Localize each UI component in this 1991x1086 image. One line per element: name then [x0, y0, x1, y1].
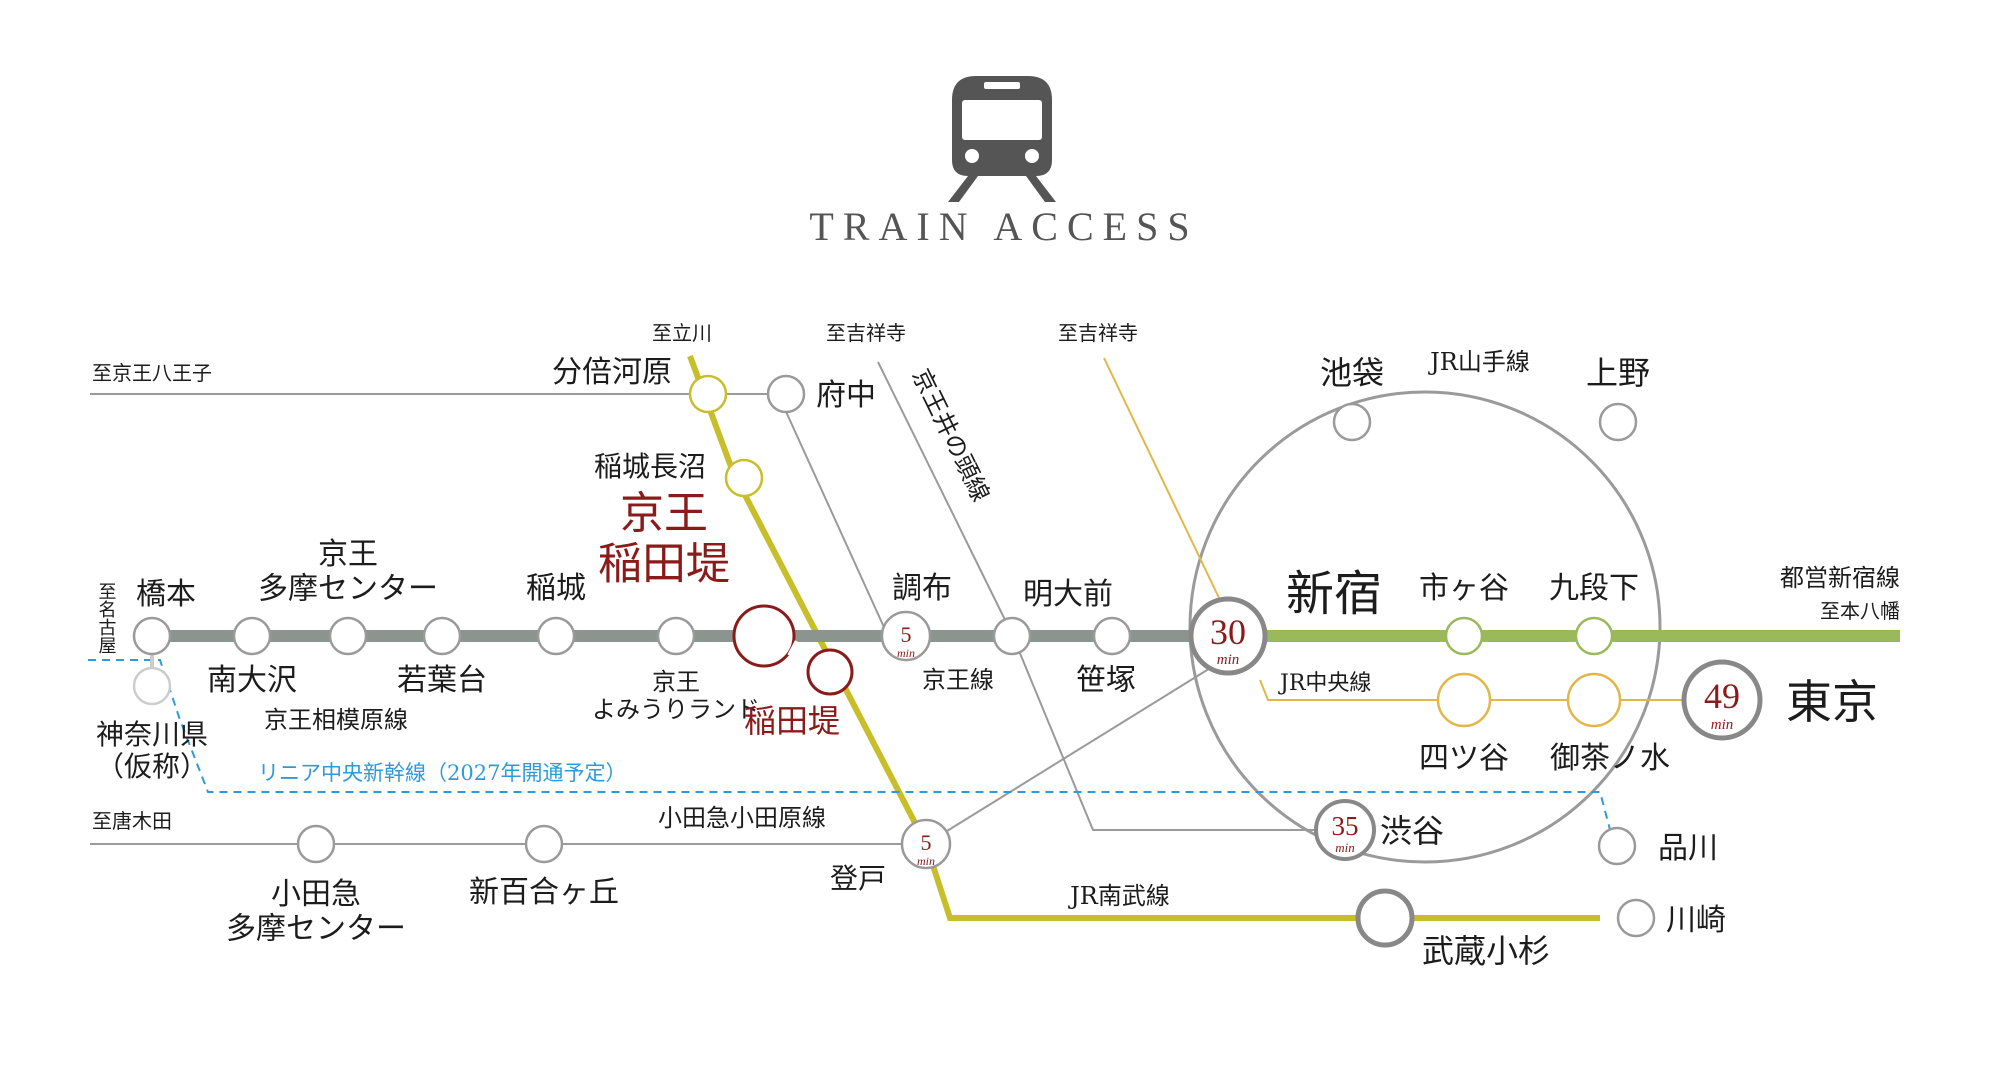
station-kawasaki: [1616, 898, 1656, 938]
label-yomiuriland: 京王よみうりランド: [592, 668, 760, 724]
time-circle-noborito: [900, 818, 952, 870]
station-ichigaya: [1444, 616, 1484, 656]
label-noborito: 登戸: [830, 862, 886, 895]
time-value-shibuya: 35: [1332, 811, 1359, 841]
direction-kichijoji-1: 至吉祥寺: [826, 321, 906, 345]
inokashira-line: [877, 361, 1013, 635]
label-inaginaganuma: 稲城長沼: [594, 450, 706, 483]
label-shinagawa: 品川: [1658, 831, 1718, 866]
chuo-kichijoji-line: [1103, 357, 1221, 601]
linear-chuo-line: [88, 659, 1618, 857]
station-yotsuya: [1436, 672, 1492, 728]
station-ikebukuro: [1332, 402, 1372, 442]
meidaimae-shibuya-line: [1011, 633, 1345, 831]
label-inadazutsumi: 稲田堤: [744, 702, 840, 740]
time-circle-tokyo: [1681, 659, 1763, 741]
label-shinyurigaoka: 新百合ヶ丘: [469, 875, 619, 910]
line-label-linear: リニア中央新幹線（2027年開通予定）: [258, 761, 626, 785]
label-tokyo: 東京: [1786, 675, 1878, 729]
label-odakyu-tama: 小田急多摩センター: [226, 877, 406, 947]
station-minami-osawa: [232, 616, 272, 656]
time-value-shinjuku: 30: [1210, 612, 1246, 652]
label-shinjuku: 新宿: [1286, 566, 1382, 622]
label-keio-inadazutsumi: 京王稲田堤: [598, 488, 730, 590]
label-wakabadai: 若葉台: [397, 663, 487, 698]
direction-tachikawa: 至立川: [652, 321, 712, 345]
line-label-sagamihara: 京王相模原線: [264, 706, 408, 734]
direction-hachioji: 至京王八王子: [92, 361, 212, 385]
label-inagi: 稲城: [526, 571, 586, 606]
label-sasazuka: 笹塚: [1076, 663, 1136, 698]
line-label-keio: 京王線: [922, 666, 994, 694]
station-musashikosugi: [1355, 888, 1415, 948]
label-fuchu: 府中: [816, 378, 876, 413]
label-musashikosugi: 武蔵小杉: [1422, 932, 1550, 970]
station-yomiuriland: [656, 616, 696, 656]
label-kawasaki: 川崎: [1666, 903, 1726, 938]
station-inaginaganuma: [724, 458, 764, 498]
station-shinagawa: [1597, 826, 1637, 866]
label-ueno: 上野: [1586, 354, 1650, 392]
station-meidaimae: [992, 616, 1032, 656]
station-wakabadai: [422, 616, 462, 656]
label-tama-center: 京王多摩センター: [258, 537, 438, 607]
time-circle-shibuya: [1314, 799, 1376, 861]
direction-nagoya: 至名古屋: [96, 582, 117, 654]
station-ueno: [1598, 402, 1638, 442]
line-label-toei-shinjuku: 都営新宿線: [1780, 564, 1900, 592]
station-shinyurigaoka: [524, 824, 564, 864]
line-label-odakyu: 小田急小田原線: [658, 804, 826, 832]
fuchu-chofu-line: [777, 393, 889, 637]
label-chofu: 調布: [892, 571, 952, 606]
label-ichigaya: 市ヶ谷: [1419, 571, 1509, 606]
station-bubaigawara: [688, 374, 728, 414]
time-unit-tokyo: min: [1711, 717, 1734, 733]
page-title: TRAIN ACCESS: [809, 204, 1198, 249]
station-fuchu: [766, 374, 806, 414]
direction-kichijoji-2: 至吉祥寺: [1058, 321, 1138, 345]
label-kanagawa: 神奈川県（仮称）: [96, 718, 208, 783]
line-label-nambu: JR南武線: [1067, 882, 1170, 910]
time-unit-shinjuku: min: [1217, 652, 1240, 668]
label-bubaigawara: 分倍河原: [552, 355, 672, 390]
label-ikebukuro: 池袋: [1320, 354, 1384, 392]
station-sasazuka: [1092, 616, 1132, 656]
label-shibuya: 渋谷: [1380, 812, 1444, 850]
time-circle-shinjuku: [1188, 596, 1268, 676]
station-hashimoto: [132, 616, 172, 656]
time-unit-shibuya: min: [1335, 840, 1355, 855]
label-minami-osawa: 南大沢: [207, 663, 297, 698]
label-meidaimae: 明大前: [1023, 577, 1113, 612]
label-ochanomizu: 御茶ノ水: [1550, 741, 1670, 776]
station-odakyu-tama: [296, 824, 336, 864]
station-kudanshita: [1574, 616, 1614, 656]
station-inadazutsumi-pair: [732, 604, 854, 696]
time-value-chofu: 5: [901, 622, 912, 647]
direction-motoyawata: 至本八幡: [1820, 599, 1900, 623]
train-icon: [948, 76, 1056, 202]
label-yotsuya: 四ツ谷: [1419, 741, 1509, 776]
time-value-tokyo: 49: [1704, 676, 1740, 716]
label-kudanshita: 九段下: [1549, 571, 1639, 606]
odakyu-shinjuku-line: [925, 661, 1221, 845]
station-tama-center: [328, 616, 368, 656]
time-unit-noborito: min: [917, 854, 935, 868]
time-unit-chofu: min: [897, 646, 915, 660]
station-inagi: [536, 616, 576, 656]
time-circle-chofu: [880, 610, 932, 662]
line-label-inokashira: 京王井の頭線: [907, 364, 995, 506]
line-label-jr-chuo: JR中央線: [1278, 671, 1371, 696]
label-hashimoto: 橋本: [136, 577, 196, 612]
station-ochanomizu: [1566, 672, 1622, 728]
station-kanagawa: [132, 666, 172, 706]
direction-karakida: 至唐木田: [92, 809, 172, 833]
time-value-noborito: 5: [921, 830, 932, 855]
line-label-yamanote: JR山手線: [1427, 348, 1530, 376]
